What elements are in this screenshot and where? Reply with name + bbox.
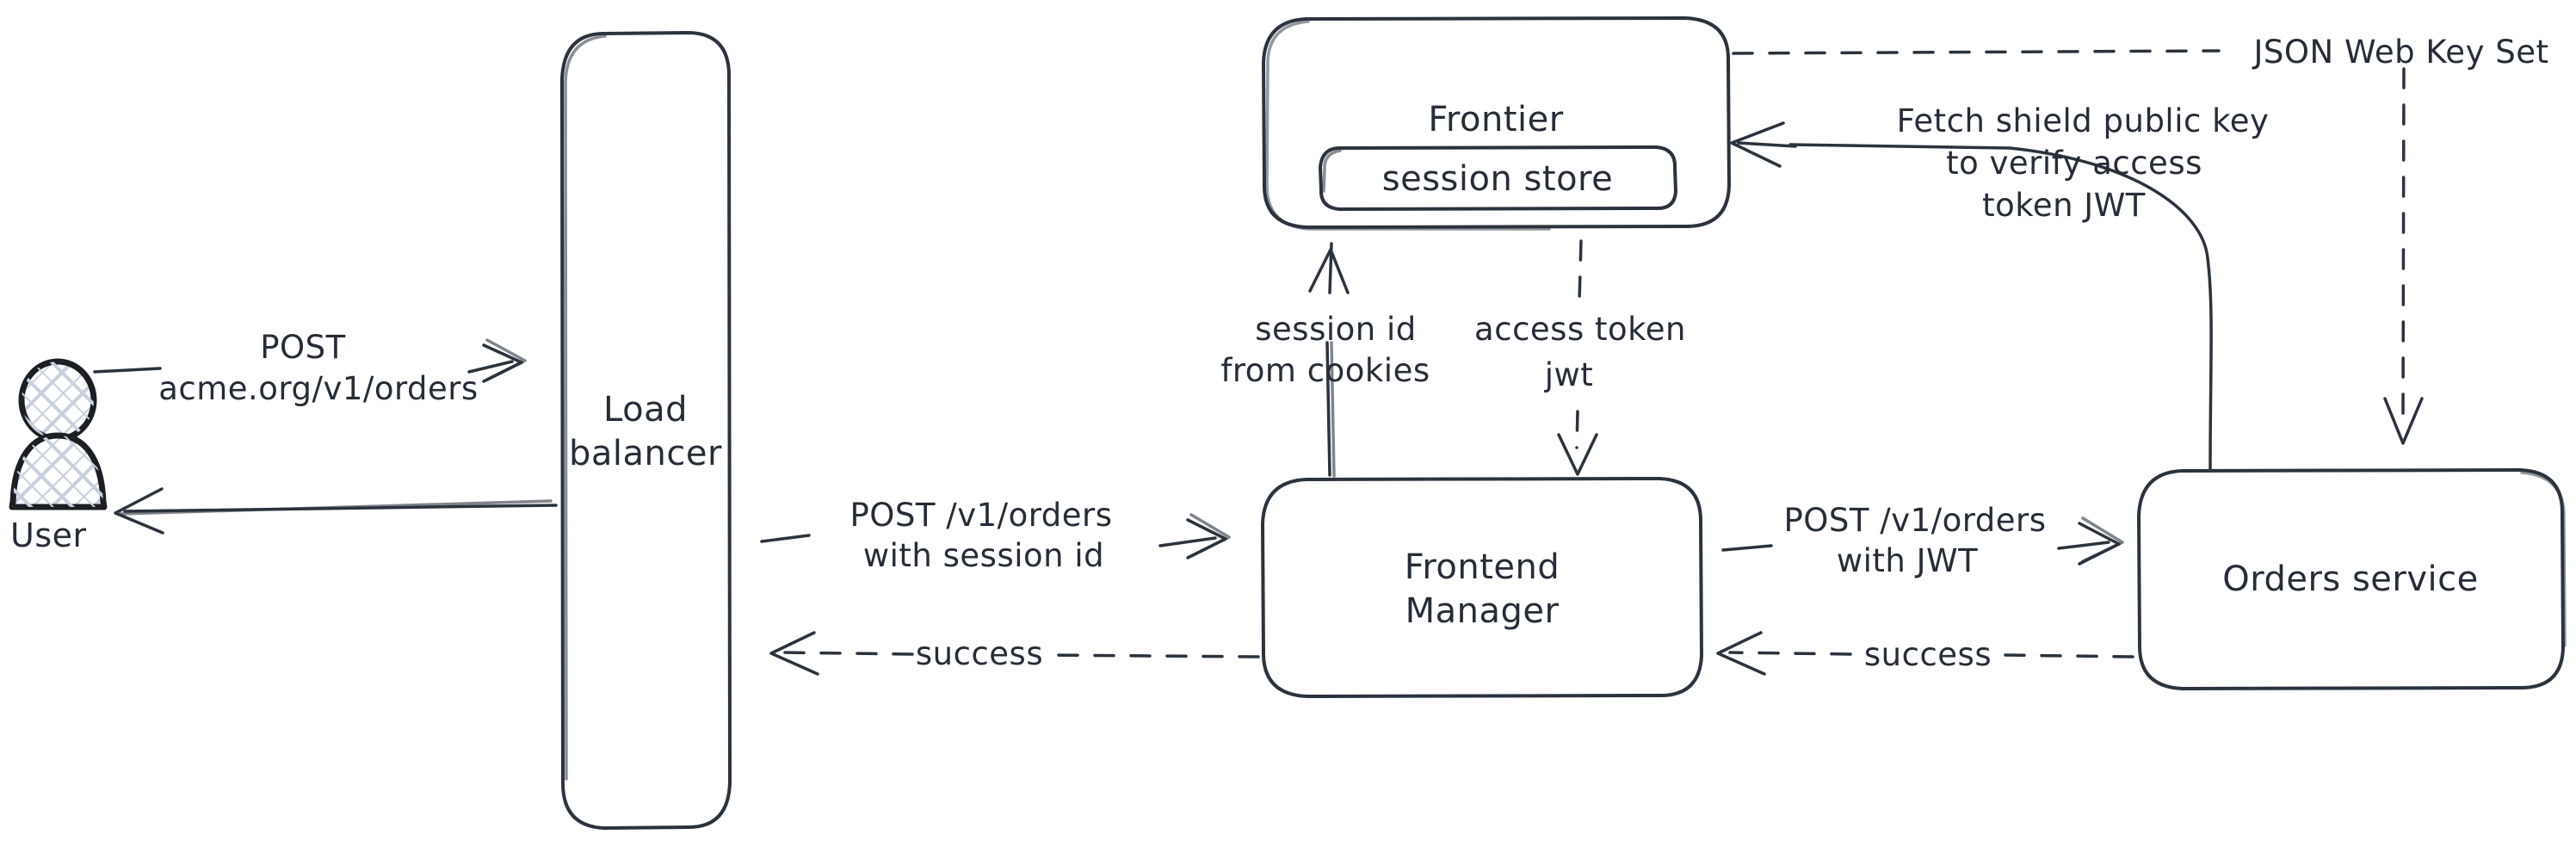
edge-orders-to-frontier-fetch: Fetch shield public key to verify access…	[1730, 102, 2270, 471]
person-icon	[9, 358, 108, 510]
edge-orders-to-frontier-label-line1: Fetch shield public key	[1897, 102, 2270, 139]
session-store-label: session store	[1382, 159, 1613, 199]
edge-frontier-to-orders-jwks: JSON Web Key Set	[1732, 34, 2549, 445]
edge-lb-to-user	[114, 487, 558, 535]
edge-lb-to-fm: POST /v1/orders with session id	[760, 497, 1231, 574]
edge-fm-to-frontier: session id from cookies	[1220, 242, 1430, 478]
edge-fm-to-orders: POST /v1/orders with JWT	[1721, 502, 2124, 579]
user-label: User	[10, 516, 87, 554]
node-user[interactable]: User	[9, 358, 108, 554]
edge-fm-to-lb-success-label: success	[916, 635, 1043, 672]
edge-user-to-lb-label-line1: POST	[260, 329, 346, 366]
edge-user-to-lb: POST acme.org/v1/orders	[93, 329, 527, 407]
node-load-balancer[interactable]: Load balancer	[560, 31, 732, 830]
edge-fm-to-orders-label-line1: POST /v1/orders	[1783, 502, 2046, 539]
edge-orders-to-frontier-label-line2: to verify access	[1946, 145, 2202, 182]
orders-service-label: Orders service	[2222, 560, 2479, 599]
edge-frontier-to-fm-label-line2: jwt	[1544, 356, 1594, 393]
node-orders-service[interactable]: Orders service	[2137, 468, 2567, 690]
load-balancer-label-line2: balancer	[569, 434, 722, 473]
node-session-store[interactable]: session store	[1319, 145, 1677, 211]
edge-frontier-to-fm: access token jwt	[1474, 239, 1686, 476]
edge-fm-to-orders-label-line2: with JWT	[1837, 542, 1978, 579]
load-balancer-label-line1: Load	[603, 390, 688, 430]
edge-frontier-to-orders-jwks-label: JSON Web Key Set	[2252, 34, 2549, 71]
edge-fm-to-lb-success: success	[769, 631, 1260, 676]
edge-lb-to-fm-label-line1: POST /v1/orders	[849, 497, 1112, 534]
frontend-manager-label-line1: Frontend	[1405, 547, 1560, 587]
edge-user-to-lb-label-line2: acme.org/v1/orders	[158, 370, 479, 407]
edge-orders-to-frontier-label-line3: token JWT	[1982, 187, 2146, 224]
frontend-manager-label-line2: Manager	[1405, 591, 1560, 631]
frontier-label: Frontier	[1428, 100, 1563, 139]
edge-lb-to-fm-label-line2: with session id	[863, 537, 1104, 574]
node-frontier[interactable]: Frontier session store	[1262, 16, 1731, 231]
edge-orders-to-fm-success-label: success	[1864, 636, 1992, 673]
edge-frontier-to-fm-label-line1: access token	[1474, 311, 1686, 348]
edge-fm-to-frontier-label-line2: from cookies	[1220, 352, 1430, 389]
edge-fm-to-frontier-label-line1: session id	[1255, 311, 1417, 348]
node-frontend-manager[interactable]: Frontend Manager	[1261, 477, 1703, 698]
edge-orders-to-fm-success: success	[1716, 631, 2134, 676]
